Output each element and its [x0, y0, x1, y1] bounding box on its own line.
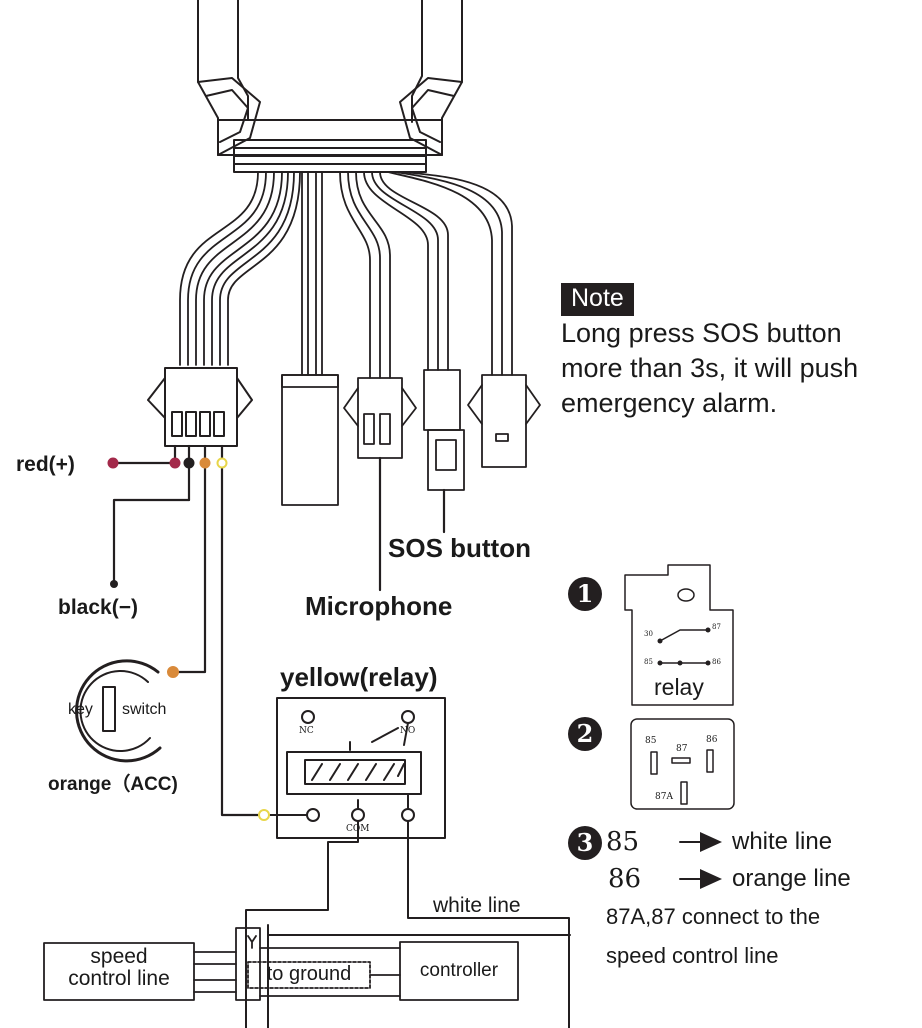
fig1-relay-label: relay	[654, 674, 704, 700]
fig2-pin-87a: 87A	[655, 792, 673, 802]
connector-large	[281, 171, 339, 506]
sos-connector	[363, 171, 465, 534]
fig1-pin-86: 86	[712, 658, 721, 666]
fig1-pin-30: 30	[644, 630, 653, 638]
switch-label: switch	[122, 701, 167, 718]
pin-86-label: 86	[608, 864, 642, 894]
connect-text-line-1: 87A,87 connect to the	[606, 904, 821, 929]
red-dot	[107, 457, 119, 469]
pin-85-label: 85	[606, 827, 640, 857]
yellow-relay-label: yellow(relay)	[280, 662, 438, 692]
red-wire-label: red(+)	[16, 453, 75, 476]
black-wire-label: black(−)	[58, 596, 138, 619]
relay-figure-1	[624, 564, 734, 706]
key-label: key	[68, 701, 93, 718]
fig1-pin-87: 87	[712, 623, 721, 631]
relay-figure-2	[630, 718, 735, 810]
microphone-label: Microphone	[305, 591, 453, 621]
microphone-connector	[339, 171, 417, 592]
figure-number-2: 2	[568, 717, 602, 751]
wire-bundle-left	[179, 171, 301, 366]
fig2-pin-86: 86	[706, 735, 718, 745]
note-line-3: emergency alarm.	[561, 388, 778, 418]
connector-right	[387, 171, 541, 468]
to-ground-label: to ground	[266, 963, 352, 985]
note-line-1: Long press SOS button	[561, 318, 842, 348]
speed-label-line-2: control line	[68, 967, 170, 990]
relay-pin-no: NO	[400, 726, 416, 736]
pin-85-target: white line	[732, 828, 833, 855]
controller-label: controller	[419, 960, 499, 981]
relay-pin-nc: NC	[299, 726, 314, 736]
relay-output-wiring	[245, 820, 571, 1028]
device-connector-housing	[197, 0, 463, 173]
key-switch-symbol	[75, 659, 162, 763]
speed-label-line-1: speed	[90, 945, 148, 968]
pin-arrows	[679, 841, 701, 880]
note-line-2: more than 3s, it will push	[561, 353, 859, 383]
yellow-dot	[258, 809, 270, 821]
orange-dot	[167, 666, 179, 678]
power-plug-4pin	[147, 367, 253, 447]
relay-pin-com: COM	[346, 824, 370, 834]
fig2-pin-85: 85	[645, 736, 657, 746]
bottom-boxes	[43, 927, 519, 1001]
plug-wire-leads	[112, 444, 264, 817]
figure-number-1: 1	[568, 577, 602, 611]
fig2-pin-87: 87	[676, 744, 688, 754]
fig1-pin-85: 85	[644, 658, 653, 666]
orange-wire-label: orange（ACC)	[48, 774, 178, 795]
relay-box	[267, 697, 446, 839]
sos-button-label: SOS button	[388, 533, 531, 563]
white-line-label: white line	[433, 894, 521, 917]
connect-text-line-2: speed control line	[606, 943, 779, 968]
note-tag: Note	[561, 283, 634, 316]
pin-86-target: orange line	[732, 865, 851, 892]
figure-number-3: 3	[568, 826, 602, 860]
